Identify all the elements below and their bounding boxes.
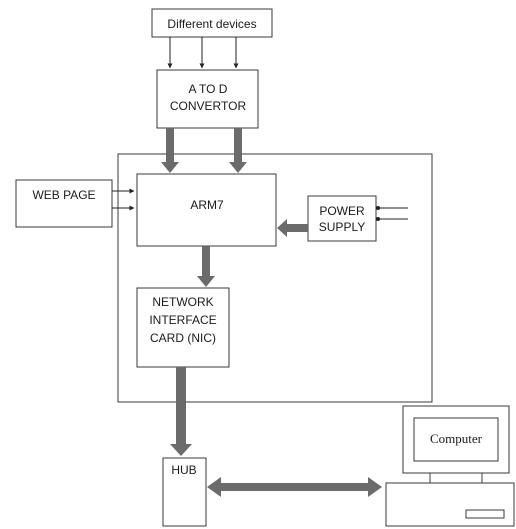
devices-block: Different devices	[151, 8, 273, 38]
power-label-line1: POWER	[319, 204, 365, 218]
web-page-label: WEB PAGE	[32, 188, 95, 202]
hub-label: HUB	[171, 463, 196, 477]
power-input-lines	[376, 206, 408, 221]
arm7-block: ARM7	[136, 173, 277, 247]
arm7-label: ARM7	[190, 198, 224, 212]
device-signal-arrows	[167, 37, 239, 69]
computer-label: Computer	[430, 431, 483, 446]
devices-label: Different devices	[167, 17, 256, 31]
arm-to-nic-arrow	[197, 246, 215, 287]
computer-stand	[429, 472, 483, 484]
nic-block: NETWORK INTERFACE CARD (NIC)	[136, 287, 230, 368]
adc-label-line1: A TO D	[189, 82, 228, 96]
adc-arm-arrow-right	[229, 128, 247, 173]
power-input-dot-1	[376, 206, 380, 210]
adc-arm-arrow-left	[161, 128, 179, 173]
power-supply-block: POWER SUPPLY	[307, 195, 377, 242]
web-page-box	[15, 179, 113, 228]
computer-drive-slot	[465, 509, 505, 519]
power-input-dot-2	[376, 217, 380, 221]
nic-label-line1: NETWORK	[152, 295, 213, 309]
nic-to-hub-arrow	[170, 367, 192, 456]
devices-box	[151, 8, 273, 38]
hub-block: HUB	[162, 457, 207, 527]
adc-to-arm-arrows	[161, 128, 247, 173]
power-label-line2: SUPPLY	[319, 220, 365, 234]
nic-label-line3: CARD (NIC)	[150, 331, 216, 345]
hub-box	[162, 457, 207, 527]
adc-label-line2: CONVERTOR	[170, 99, 247, 113]
web-page-arrows	[112, 188, 135, 211]
computer-block: Computer	[385, 405, 515, 527]
computer-base-unit	[385, 482, 515, 527]
web-page-block: WEB PAGE	[15, 179, 113, 228]
computer-monitor-screen	[413, 417, 499, 462]
adc-block: A TO D CONVERTOR	[156, 69, 259, 129]
hub-computer-link-arrow	[207, 477, 382, 497]
power-supply-box	[307, 195, 377, 242]
adc-box	[156, 69, 259, 129]
arm7-box	[136, 173, 277, 247]
nic-label-line2: INTERFACE	[149, 313, 216, 327]
power-to-arm-arrow	[277, 219, 308, 237]
